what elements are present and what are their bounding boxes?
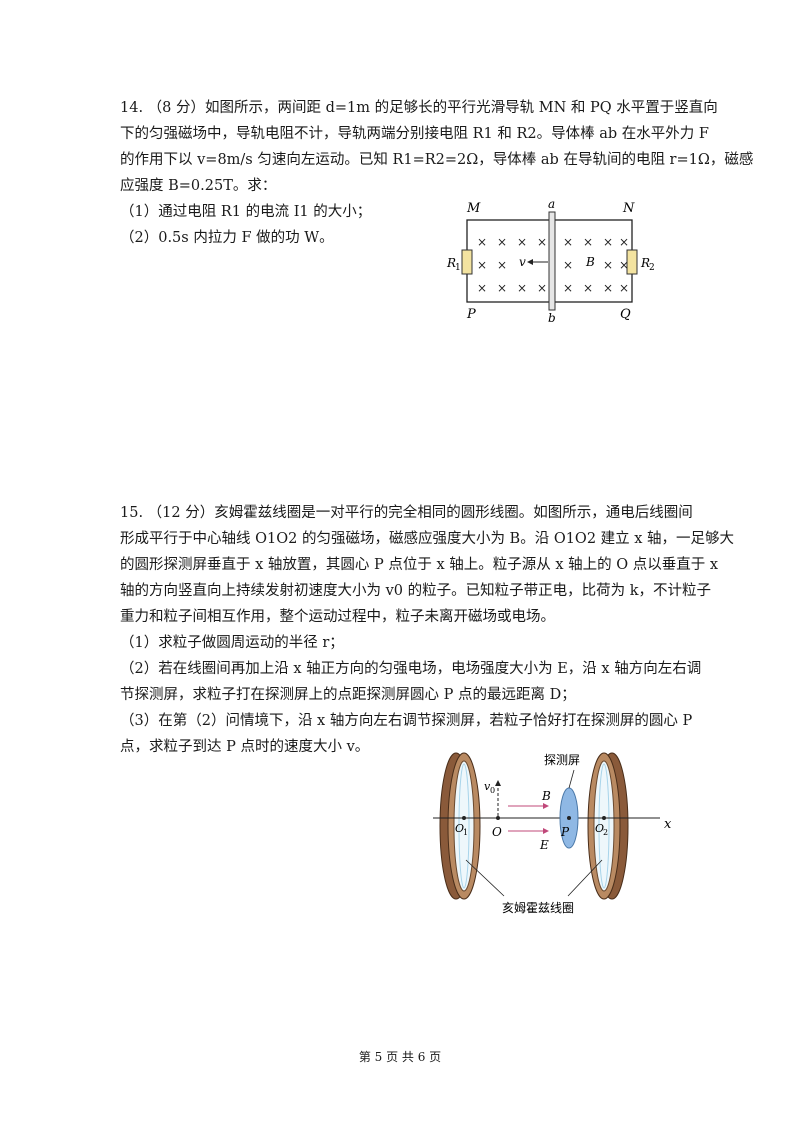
left-coil <box>439 752 481 900</box>
label-q: Q <box>620 307 631 322</box>
label-n: N <box>622 201 635 216</box>
q14-line-3: 的作用下以 v=8m/s 匀速向左运动。已知 R1=R2=2Ω，导体棒 ab 在… <box>120 152 754 168</box>
label-b: b <box>548 311 556 323</box>
q15-line-3: 的圆形探测屏垂直于 x 轴放置，其圆心 P 点位于 x 轴上。粒子源从 x 轴上… <box>120 557 719 573</box>
label-a: a <box>548 198 555 211</box>
label-r1-sub: 1 <box>455 263 461 273</box>
label-detection-screen: 探测屏 <box>544 753 580 767</box>
q15-line-1: 15. （12 分）亥姆霍兹线圈是一对平行的完全相同的圆形线圈。如图所示，通电后… <box>120 505 693 521</box>
field-cross: × <box>603 281 613 295</box>
screen-pointer-line <box>568 769 575 789</box>
point-o2 <box>602 816 606 820</box>
label-e: E <box>539 838 549 852</box>
conductor-rod-ab <box>548 211 556 311</box>
label-p: P <box>466 307 476 322</box>
velocity-arrowhead <box>527 259 533 265</box>
field-cross: × <box>477 235 487 249</box>
q15-line-5: 重力和粒子间相互作用，整个运动过程中，粒子未离开磁场或电场。 <box>120 609 555 625</box>
field-cross: × <box>563 281 573 295</box>
q15-sub-2-line-1: （2）若在线圈间再加上沿 x 轴正方向的匀强电场，电场强度大小为 E，沿 x 轴… <box>120 661 702 677</box>
field-cross: × <box>517 235 527 249</box>
q14-sub-1: （1）通过电阻 R1 的电流 I1 的大小； <box>120 204 372 220</box>
field-cross: × <box>497 281 507 295</box>
point-o1 <box>462 816 466 820</box>
coil-pointer-left <box>465 859 505 897</box>
q14-sub-2: （2）0.5s 内拉力 F 做的功 W。 <box>120 230 334 246</box>
field-cross: × <box>619 235 629 249</box>
field-cross: × <box>537 235 547 249</box>
q15-sub-3-line-2: 点，求粒子到达 P 点时的速度大小 v。 <box>120 739 370 755</box>
q15-line-2: 形成平行于中心轴线 O1O2 的匀强磁场，磁感应强度大小为 B。沿 O1O2 建… <box>120 531 735 547</box>
field-cross: × <box>603 258 613 272</box>
label-v: v <box>519 255 526 269</box>
page-footer: 第 5 页 共 6 页 <box>358 1050 442 1064</box>
field-cross: × <box>477 258 487 272</box>
q14-line-1: 14. （8 分）如图所示，两间距 d=1m 的足够长的平行光滑导轨 MN 和 … <box>120 100 718 116</box>
label-b: B <box>541 789 551 803</box>
label-r1: R <box>446 256 456 270</box>
b-field-arrowhead <box>543 803 549 809</box>
label-helmholtz-coil: 亥姆霍兹线圈 <box>502 901 574 915</box>
field-cross: × <box>497 235 507 249</box>
label-r2: R <box>640 256 650 270</box>
field-cross: × <box>619 281 629 295</box>
field-cross: × <box>497 258 507 272</box>
label-o2-sub: 2 <box>603 828 608 837</box>
field-cross: × <box>563 235 573 249</box>
label-m: M <box>466 201 481 216</box>
q15-sub-2-line-2: 节探测屏，求粒子打在探测屏上的点距探测屏圆心 P 点的最远距离 D； <box>120 687 576 703</box>
label-o1-sub: 1 <box>463 828 468 837</box>
label-o: O <box>492 825 502 839</box>
field-cross: × <box>517 281 527 295</box>
e-field-arrowhead <box>543 828 549 834</box>
field-cross: × <box>537 281 547 295</box>
resistor-r1 <box>461 249 473 275</box>
q15-line-4: 轴的方向竖直向上持续发射初速度大小为 v0 的粒子。已知粒子带正电，比荷为 k，… <box>120 583 712 599</box>
q15-sub-3-line-1: （3）在第（2）问情境下，沿 x 轴方向左右调节探测屏，若粒子恰好打在探测屏的圆… <box>120 713 693 729</box>
q15-sub-1: （1）求粒子做圆周运动的半径 r； <box>120 635 344 651</box>
label-p: P <box>560 825 570 839</box>
label-o2: O <box>595 822 604 835</box>
label-o1: O <box>455 822 464 835</box>
question-14: 14. （8 分）如图所示，两间距 d=1m 的足够长的平行光滑导轨 MN 和 … <box>120 95 754 251</box>
right-coil <box>587 752 629 900</box>
label-x: x <box>664 817 672 832</box>
field-cross: × <box>477 281 487 295</box>
helmholtz-coil-figure: x <box>433 752 672 915</box>
rail-circuit-figure: ××××××××××××××××××××× M N P Q a b R 1 R … <box>446 198 655 323</box>
q14-line-4: 应强度 B=0.25T。求： <box>120 178 277 194</box>
label-v0-sub: 0 <box>490 786 495 795</box>
field-cross: × <box>563 258 573 272</box>
coil-pointer-right <box>567 859 603 897</box>
field-cross: × <box>583 281 593 295</box>
point-o <box>496 816 500 820</box>
v0-arrowhead <box>495 780 501 786</box>
point-p <box>567 816 571 820</box>
field-cross: × <box>583 235 593 249</box>
resistor-r2 <box>626 249 638 275</box>
label-r2-sub: 2 <box>649 263 655 273</box>
magnetic-field-crosses: × × × × × × × × × × × × × × × × × × × × × <box>477 235 629 295</box>
question-15: 15. （12 分）亥姆霍兹线圈是一对平行的完全相同的圆形线圈。如图所示，通电后… <box>120 500 735 760</box>
label-v0: v <box>484 780 491 793</box>
q14-line-2: 下的匀强磁场中，导轨电阻不计，导轨两端分别接电阻 R1 和 R2。导体棒 ab … <box>120 126 709 142</box>
label-field-b: B <box>585 255 595 269</box>
field-cross: × <box>603 235 613 249</box>
field-cross: × <box>619 258 629 272</box>
